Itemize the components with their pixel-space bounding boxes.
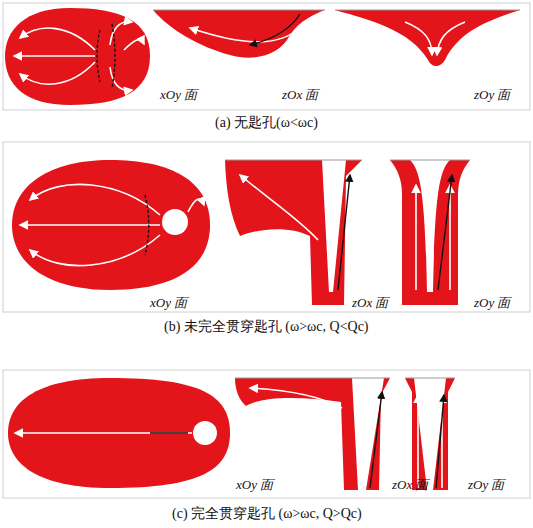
panel-caption: (a) 无匙孔(ω<ωc) — [215, 114, 318, 132]
panel-caption: (c) 完全贯穿匙孔 (ω>ωc, Q>Qc) — [172, 505, 362, 523]
view-label: zOy 面 — [474, 294, 510, 312]
view-label: zOx 面 — [392, 476, 428, 494]
view-label: xOy 面 — [160, 86, 197, 104]
view-label: zOx 面 — [282, 86, 318, 104]
view-label: zOx 面 — [352, 294, 388, 312]
view-label: zOy 面 — [474, 86, 510, 104]
view-label: xOy 面 — [150, 294, 187, 312]
view-label: zOy 面 — [468, 476, 504, 494]
panel-caption: (b) 未完全贯穿匙孔 (ω>ωc, Q<Qc) — [164, 318, 369, 336]
view-label: xOy 面 — [236, 476, 273, 494]
